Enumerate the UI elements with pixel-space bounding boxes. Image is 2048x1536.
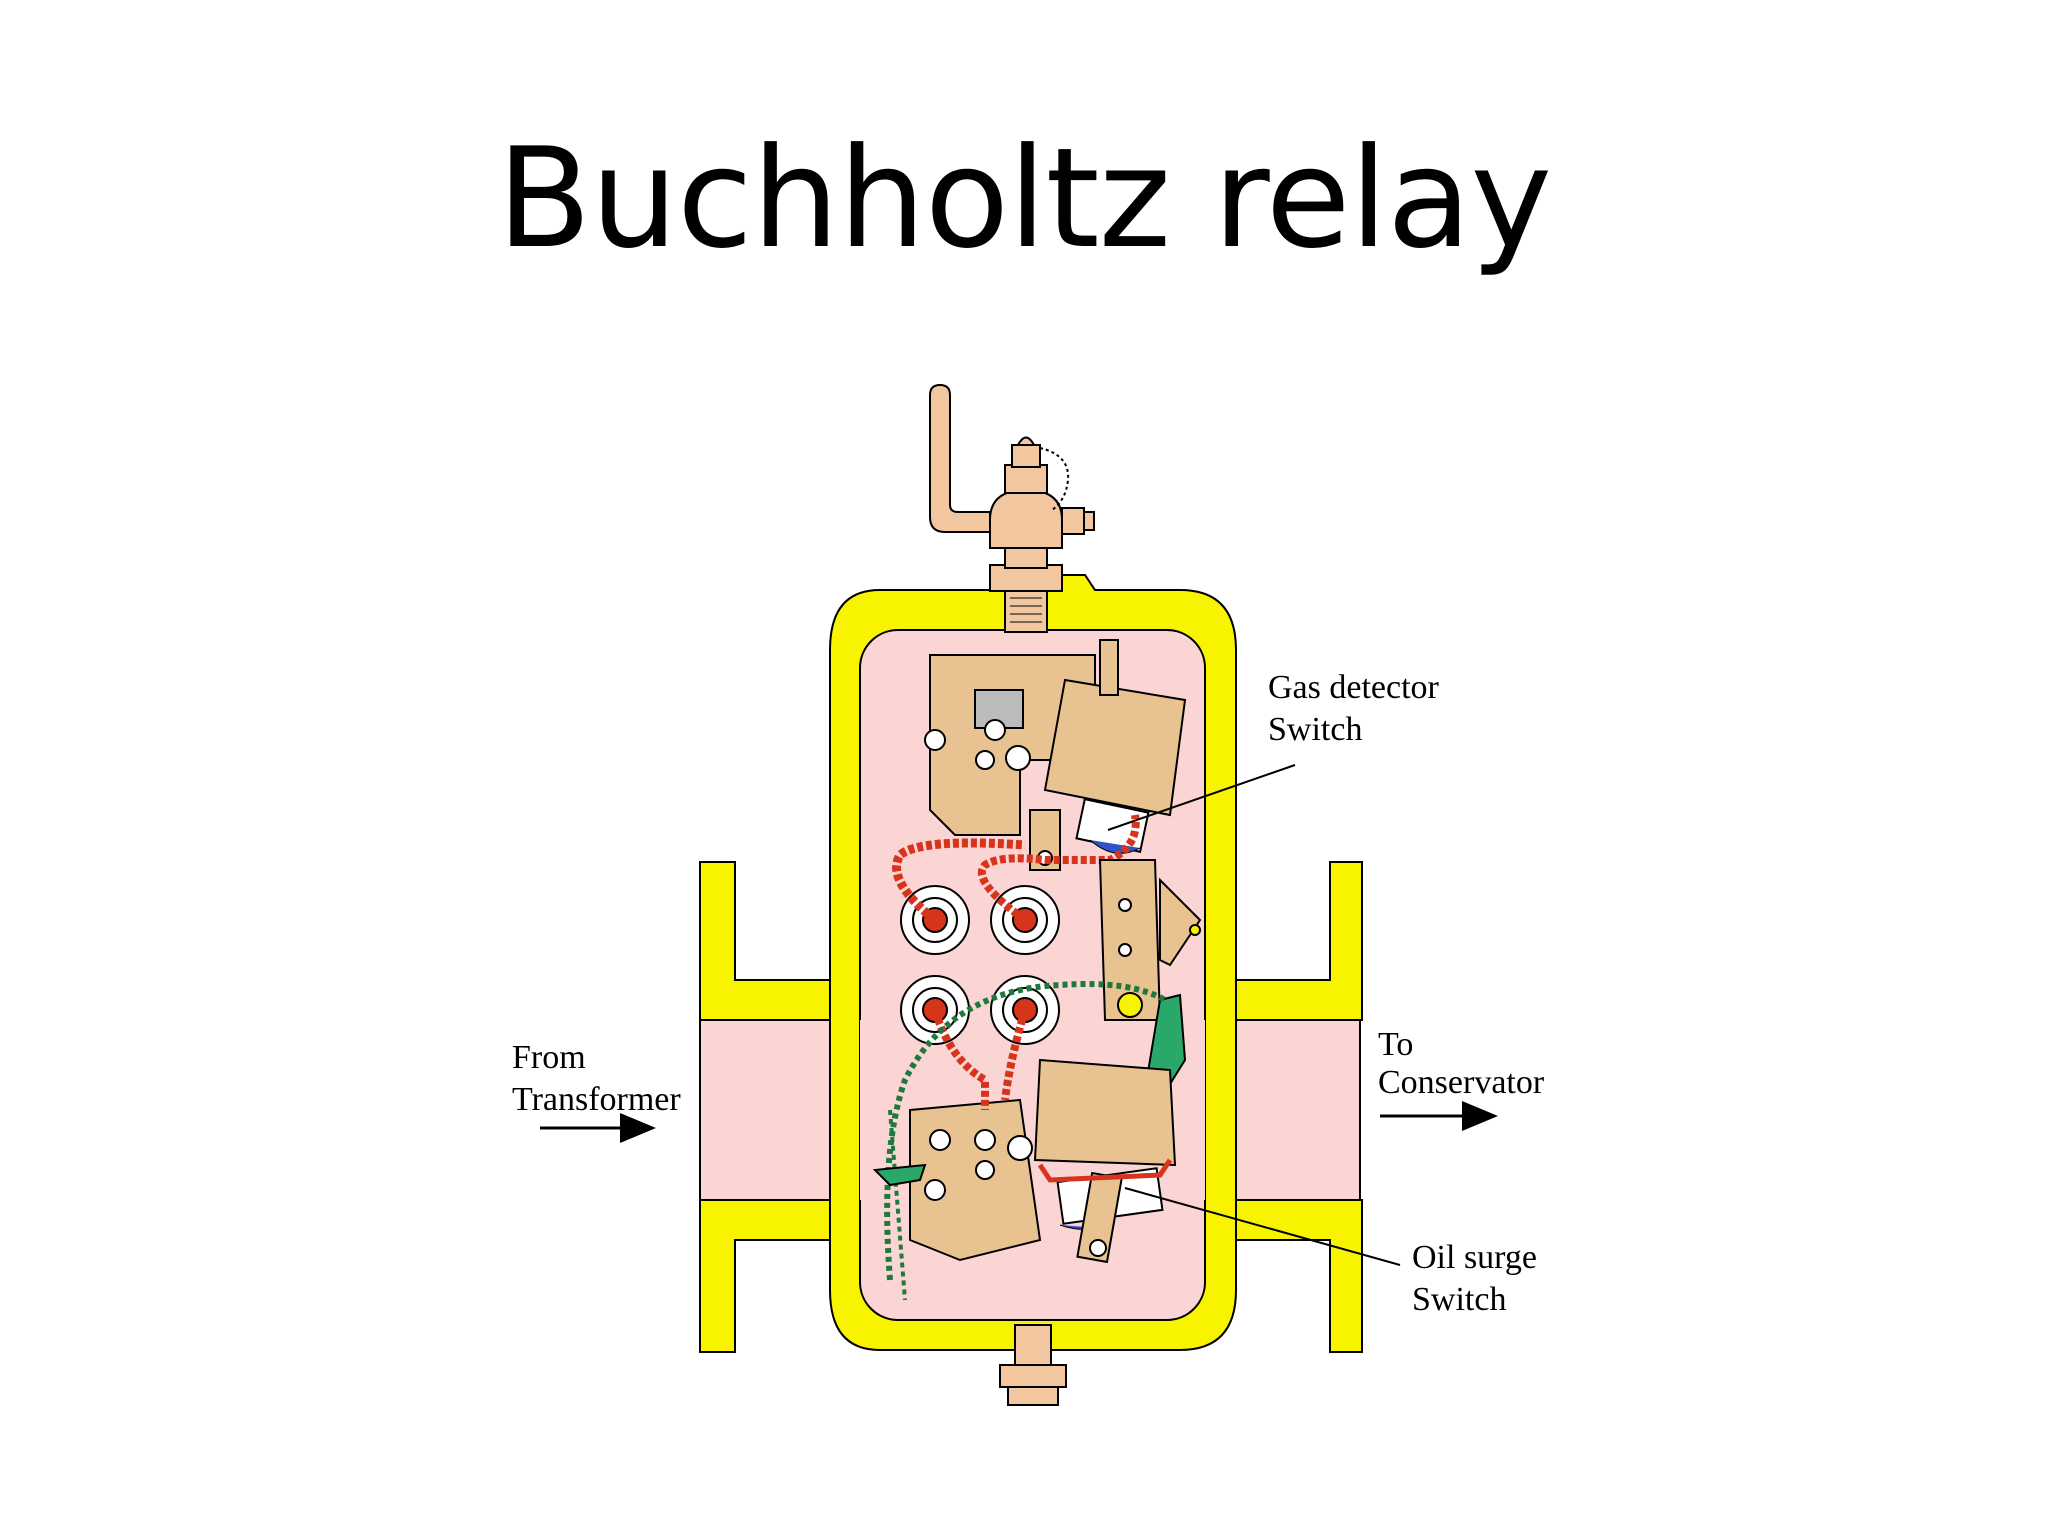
top-neck bbox=[1004, 589, 1048, 633]
slide-title: Buchholtz relay bbox=[496, 118, 1552, 279]
gas-float bbox=[1043, 678, 1187, 817]
red-wire-lower-loop bbox=[1037, 1158, 1173, 1183]
linkage-rod bbox=[1099, 639, 1119, 696]
to-label-line1: To bbox=[1378, 1026, 1413, 1063]
from-label-line2: Transformer bbox=[512, 1081, 681, 1118]
to-label-line2: Conservator bbox=[1378, 1064, 1545, 1101]
upper-mechanism-plate bbox=[929, 654, 1096, 836]
red-wire-lower-2 bbox=[1001, 1008, 1029, 1101]
red-wire-upper-2 bbox=[977, 814, 1140, 924]
lower-mechanism-plate bbox=[909, 1098, 1042, 1262]
gas-detector-leader bbox=[1107, 764, 1296, 831]
surge-float bbox=[1033, 1058, 1177, 1167]
red-wire-lower-1 bbox=[931, 1008, 989, 1110]
green-clamp bbox=[872, 1163, 927, 1187]
oil-surge-leader bbox=[1124, 1187, 1401, 1266]
oil-surge-label-line2: Switch bbox=[1412, 1281, 1506, 1318]
red-wire-upper-1 bbox=[892, 838, 1026, 924]
oil-surge-label-line1: Oil surge bbox=[1412, 1239, 1537, 1276]
gas-detector-label-line1: Gas detector bbox=[1268, 669, 1440, 706]
test-valve bbox=[929, 383, 1095, 592]
gas-detector-label-line2: Switch bbox=[1268, 711, 1362, 748]
green-earth-wire bbox=[884, 981, 1167, 1281]
from-label-line1: From bbox=[512, 1039, 586, 1076]
drain-plug bbox=[999, 1324, 1067, 1406]
valve-chain bbox=[1039, 447, 1070, 511]
